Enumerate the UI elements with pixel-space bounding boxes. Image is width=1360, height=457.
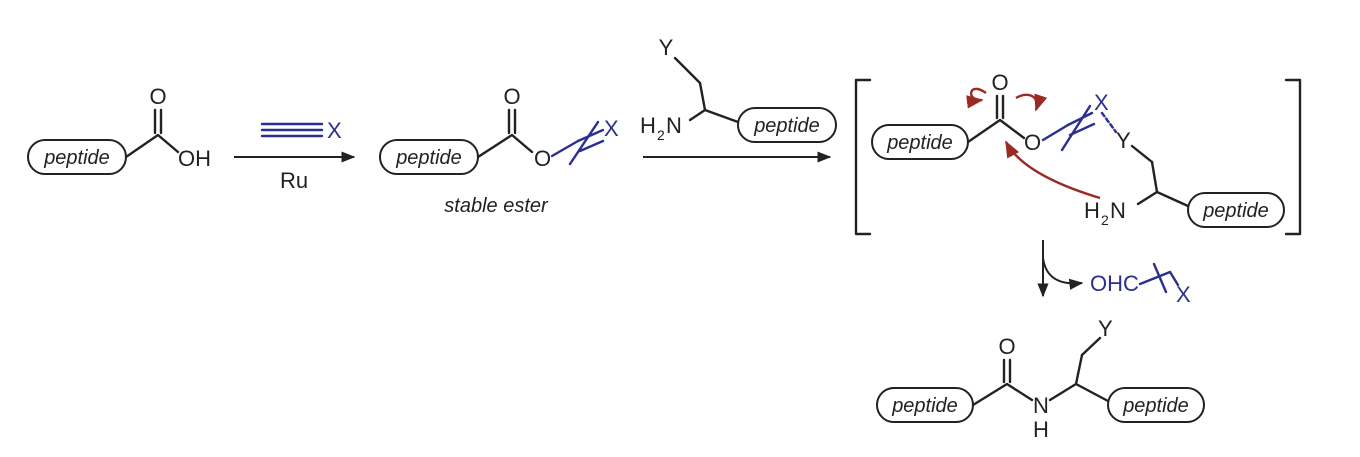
intermediate-backbone-bond: [966, 118, 1026, 144]
intermediate-vinyl-bond-2: [1066, 111, 1094, 127]
curved-arrow-ester: [1015, 93, 1048, 112]
amine-n: N: [666, 113, 682, 138]
right-bracket: [1284, 78, 1302, 236]
amine-h: H: [640, 113, 656, 138]
amide-carbonyl-oxygen: O: [998, 334, 1015, 359]
amide-nitrogen: N: [1033, 393, 1049, 418]
intermediate-ester-oxygen: O: [1024, 130, 1041, 155]
amide-alpha-bond: [1048, 382, 1078, 402]
vinyl-double-bond: [578, 139, 605, 153]
amine-nitrogen-bond: [688, 108, 707, 122]
acid-carbonyl-oxygen: O: [149, 84, 166, 109]
intermediate-amine-subscript: 2: [1101, 212, 1109, 228]
intermediate-substituent-x: X: [1094, 90, 1109, 115]
curved-arrow-amine-attack: [1004, 140, 1101, 200]
left-bracket: [854, 78, 872, 236]
amide-peptide-bond: [1074, 382, 1110, 403]
alkyne-substituent-x: X: [327, 118, 342, 143]
amide-hydrogen: H: [1033, 417, 1049, 442]
amine-side-chain-bond-1: [673, 56, 702, 85]
peptide-pill-5: [1187, 192, 1285, 228]
vinyl-cleavage-mark: [568, 120, 600, 166]
ester-backbone-bond: [476, 133, 534, 159]
arrow-step-1: X Ru: [234, 118, 356, 193]
ester-carbonyl-oxygen: O: [503, 84, 520, 109]
intermediate-amine-n: N: [1110, 198, 1126, 223]
intermediate-carbonyl-oxygen: O: [991, 70, 1008, 95]
byproduct-release-arrow: [1042, 257, 1084, 290]
vinyl-bond-1: [550, 139, 580, 158]
bracketed-intermediate: peptide O O X Y H 2 N peptide: [854, 70, 1302, 236]
peptide-label-2: peptide: [395, 147, 462, 169]
peptide-label-6: peptide: [891, 395, 958, 417]
intermediate-substituent-y: Y: [1116, 128, 1131, 153]
vinyl-ester: peptide O O X stable ester: [379, 84, 619, 217]
acid-backbone-bond: [124, 133, 180, 159]
byproduct-aldehyde: OHC: [1090, 271, 1139, 296]
vinyl-bond-2: [576, 128, 605, 143]
intermediate-peptide-bond: [1155, 190, 1190, 208]
intermediate-side-chain-bond-1: [1130, 144, 1154, 164]
amide-substituent-y: Y: [1098, 316, 1113, 341]
amide-backbone-bond: [971, 382, 1034, 407]
peptide-carboxylic-acid: peptide O OH: [27, 84, 211, 175]
amine-side-chain-bond-2: [698, 81, 707, 112]
amide-side-chain-bond-1: [1074, 353, 1084, 386]
amine-substituent-y: Y: [659, 35, 674, 60]
peptide-label-3: peptide: [753, 115, 820, 137]
stable-ester-caption: stable ester: [444, 195, 549, 217]
vinyl-substituent-x: X: [604, 116, 619, 141]
amine-peptide-bond: [703, 108, 740, 124]
intermediate-vinyl-bond-1: [1041, 123, 1070, 142]
peptide-pill-7: [1107, 387, 1205, 423]
intermediate-side-chain-bond-2: [1150, 160, 1159, 194]
amine-reagent-top: Y H 2 N peptide: [640, 35, 837, 143]
intermediate-nitrogen-bond: [1136, 190, 1159, 206]
acid-hydroxyl: OH: [178, 146, 211, 171]
peptide-label-5: peptide: [1202, 200, 1269, 222]
peptide-pill-3: [737, 107, 837, 143]
peptide-label-4: peptide: [886, 132, 953, 154]
amide-product: peptide O N H Y peptide: [876, 316, 1205, 442]
amide-side-chain-bond-2: [1080, 336, 1102, 357]
peptide-label-1: peptide: [43, 147, 110, 169]
byproduct-bond-1: [1138, 270, 1172, 286]
intermediate-amine-h: H: [1084, 198, 1100, 223]
catalyst-label: Ru: [280, 168, 308, 193]
byproduct-bond-2: [1168, 270, 1180, 287]
curved-arrow-carbonyl: [966, 87, 987, 109]
peptide-label-7: peptide: [1122, 395, 1189, 417]
amine-subscript-2: 2: [657, 127, 665, 143]
byproduct-cleavage-mark: [1152, 262, 1168, 294]
ester-oxygen: O: [534, 146, 551, 171]
byproduct-substituent-x: X: [1176, 282, 1191, 307]
x-y-interaction: [1100, 111, 1118, 134]
arrow-step-3: OHC X: [1037, 240, 1191, 307]
intermediate-cleavage-mark: [1060, 104, 1092, 152]
